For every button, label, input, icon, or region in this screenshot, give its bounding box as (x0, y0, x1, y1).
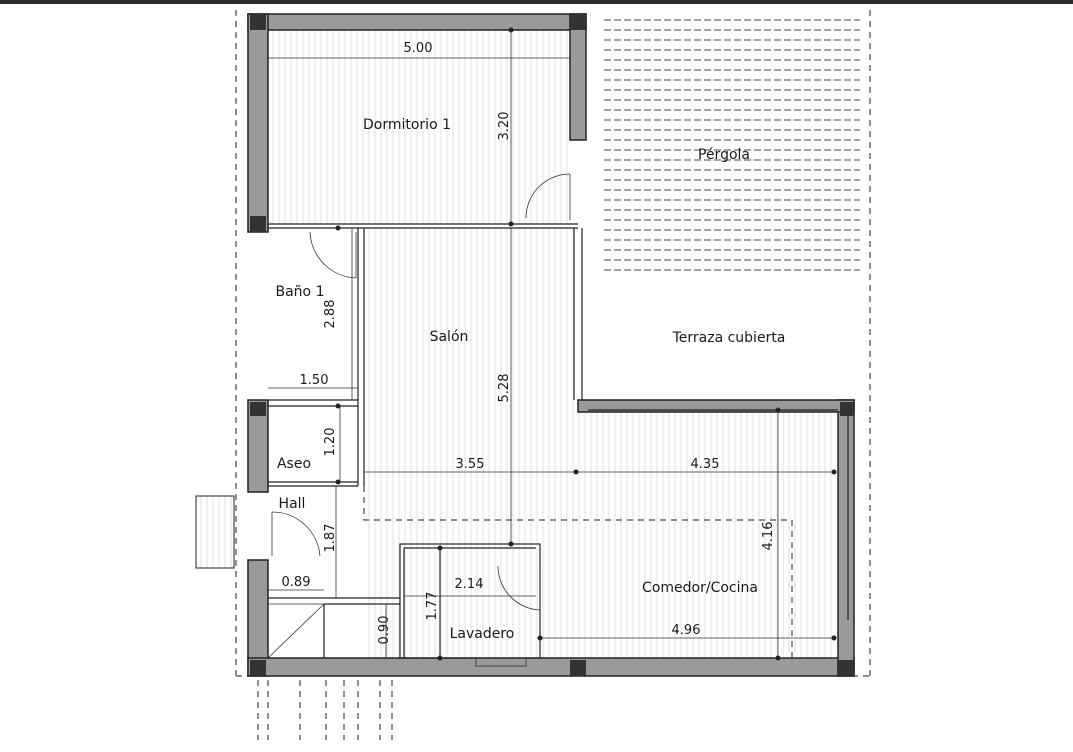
entry-step (195, 495, 235, 569)
dim-label-dorm-width: 5.00 (404, 41, 433, 56)
floor-hatching (268, 30, 834, 658)
dim-label-salon-width: 3.55 (456, 457, 485, 472)
dim-label-dorm-depth: 3.20 (497, 112, 512, 141)
room-label-pergola: Pérgola (698, 147, 750, 163)
room-label-bano: Baño 1 (276, 284, 325, 300)
dim-label-stair: 0.90 (377, 616, 392, 645)
room-label-comedor: Comedor/Cocina (642, 580, 758, 596)
room-label-aseo: Aseo (277, 456, 311, 472)
room-label-salon: Salón (430, 329, 469, 345)
interior-walls (267, 223, 849, 659)
pergola-slats (604, 19, 860, 271)
dim-label-bano-depth: 2.88 (323, 300, 338, 329)
dimension-dots (335, 27, 837, 661)
doors (271, 173, 571, 667)
dim-label-hall-depth: 1.87 (323, 524, 338, 553)
dim-label-salon-depth: 5.28 (497, 374, 512, 403)
dim-label-bano-width: 1.50 (300, 373, 329, 388)
dim-label-lavadero-depth: 1.77 (425, 592, 440, 621)
dim-label-aseo-depth: 1.20 (323, 428, 338, 457)
dim-label-comedor-depth: 4.16 (761, 522, 776, 551)
dim-label-comedor-width: 4.35 (691, 457, 720, 472)
room-label-hall: Hall (279, 496, 306, 512)
dim-label-kitchen-width: 4.96 (672, 623, 701, 638)
columns (250, 14, 854, 676)
dim-label-hall-width: 0.89 (282, 575, 311, 590)
room-label-dormitorio: Dormitorio 1 (363, 117, 451, 133)
dimension-lines (268, 30, 834, 658)
dim-label-lavadero-width: 2.14 (455, 577, 484, 592)
room-label-terraza: Terraza cubierta (672, 330, 786, 346)
top-border (0, 0, 1073, 4)
room-label-lavadero: Lavadero (450, 626, 515, 642)
